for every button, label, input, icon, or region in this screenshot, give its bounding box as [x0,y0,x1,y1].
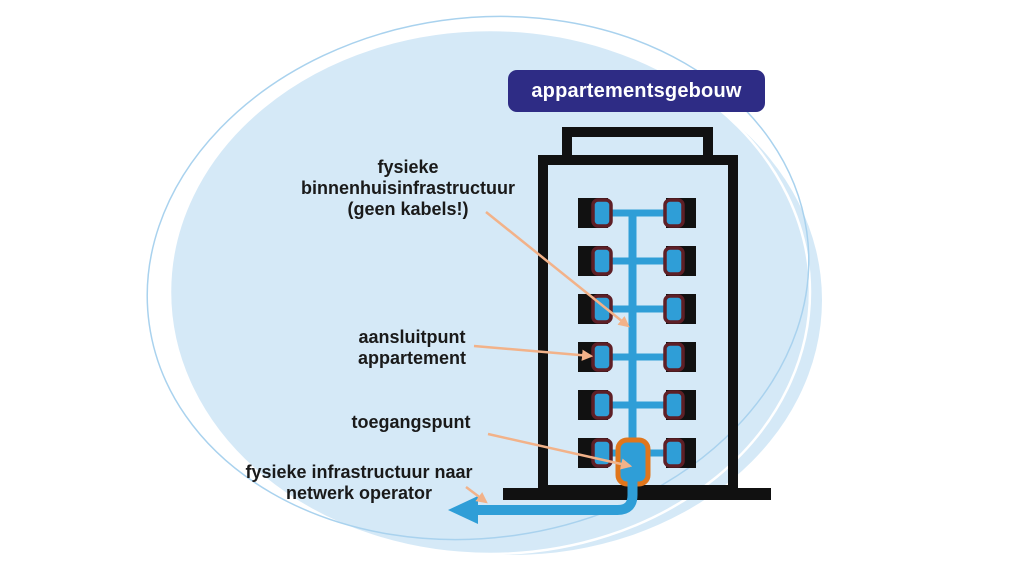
label-indoor-infrastructure: fysieke binnenhuisinfrastructuur (geen k… [300,157,515,219]
apartment-connector-left [591,342,613,372]
apartment-connector-left [591,390,613,420]
network-feed-pipe [476,480,638,515]
apartment-connector-left [591,198,613,228]
floors-group [578,198,696,468]
label-access-point: toegangspunt [351,412,471,432]
apartment-connector-right [663,342,685,372]
label-network-operator: fysieke infrastructuur naar netwerk oper… [245,462,473,503]
roof-left-stub [562,137,572,159]
pointer-arrow-access-point [487,432,633,470]
roof-top-bar [562,127,713,137]
label-apartment-connection: aansluitpunt appartement [357,327,467,368]
background-blob-outline-arc [146,15,810,541]
pointer-arrow-indoor-infrastructure [485,211,630,328]
apartment-connector-right [663,294,685,324]
title-banner-label: appartementsgebouw [531,79,742,102]
apartment-connector-right [663,390,685,420]
apartment-connector-right [663,246,685,276]
roof-right-stub [703,137,713,159]
pointer-arrow-apartment-connection [473,344,594,361]
network-arrow-head [448,496,478,524]
title-banner: appartementsgebouw [508,70,765,112]
apartment-connector-right [663,198,685,228]
apartment-connector-right [663,438,685,468]
pointer-arrow-network-operator [465,486,488,504]
apartment-connector-left [591,246,613,276]
access-point-box [615,437,651,487]
